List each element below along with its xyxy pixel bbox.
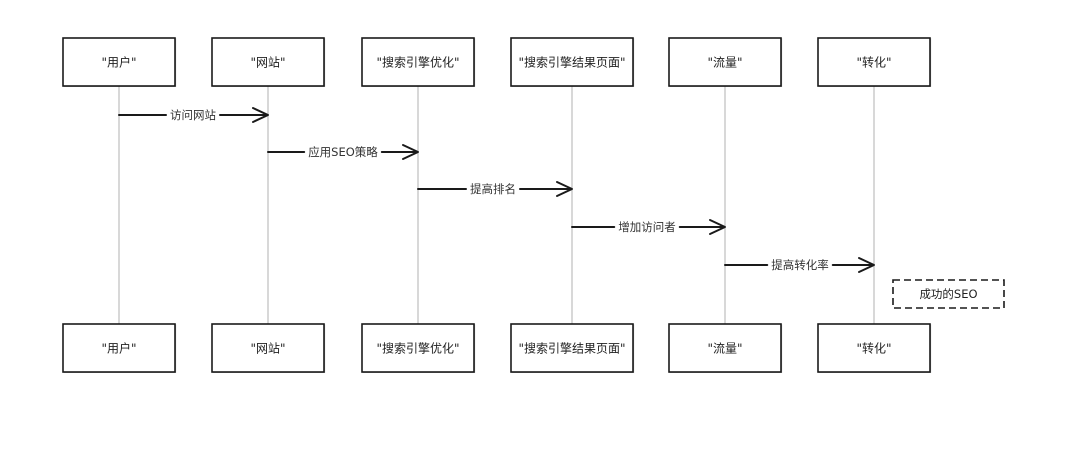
message-4: 增加访问者 bbox=[571, 219, 726, 235]
participant-website-top: "网站" bbox=[211, 37, 326, 87]
participant-label: "转化" bbox=[856, 341, 891, 356]
note-box bbox=[892, 279, 1005, 309]
message-label: 提高转化率 bbox=[771, 258, 829, 272]
participant-label: "搜索引擎优化" bbox=[376, 55, 459, 70]
participants-top: "用户" "网站" "搜索引擎优化" "搜索引擎结果页面" "流量" "转化" bbox=[62, 37, 932, 87]
participant-label: "搜索引擎结果页面" bbox=[518, 341, 625, 356]
participant-label: "用户" bbox=[101, 341, 136, 356]
participant-conversion-top: "转化" bbox=[817, 37, 932, 87]
arrowhead-icon bbox=[402, 144, 419, 160]
participant-conversion-bottom: "转化" bbox=[817, 323, 932, 373]
participant-box bbox=[211, 323, 325, 373]
participants-bottom: "用户" "网站" "搜索引擎优化" "搜索引擎结果页面" "流量" "转化" bbox=[62, 323, 932, 373]
participant-label: "流量" bbox=[707, 342, 742, 356]
arrowhead-icon bbox=[858, 257, 875, 273]
participant-user-top: "用户" bbox=[62, 37, 177, 87]
message-label: 访问网站 bbox=[170, 108, 216, 122]
participant-traffic-top: "流量" bbox=[668, 37, 783, 87]
message-label: 应用SEO策略 bbox=[308, 145, 378, 159]
participant-box bbox=[668, 37, 782, 87]
participant-traffic-bottom: "流量" bbox=[668, 323, 783, 373]
participant-user-bottom: "用户" bbox=[62, 323, 177, 373]
participant-website-bottom: "网站" bbox=[211, 323, 326, 373]
message-3: 提高排名 bbox=[417, 181, 573, 197]
participant-seo-top: "搜索引擎优化" bbox=[361, 37, 476, 87]
participant-label: "流量" bbox=[707, 56, 742, 70]
participant-seo-bottom: "搜索引擎优化" bbox=[361, 323, 476, 373]
arrowhead-icon bbox=[709, 219, 726, 235]
message-5: 提高转化率 bbox=[724, 257, 875, 273]
participant-box bbox=[510, 323, 634, 373]
note-label: 成功的SEO bbox=[919, 287, 977, 301]
participant-box bbox=[361, 37, 475, 87]
message-label: 增加访问者 bbox=[618, 220, 676, 234]
participant-box bbox=[510, 37, 634, 87]
participant-box bbox=[668, 323, 782, 373]
participant-box bbox=[211, 37, 325, 87]
participant-label: "网站" bbox=[250, 56, 285, 70]
participant-box bbox=[817, 323, 931, 373]
message-2: 应用SEO策略 bbox=[267, 144, 419, 160]
participant-label: "搜索引擎优化" bbox=[376, 341, 459, 356]
participant-label: "网站" bbox=[250, 342, 285, 356]
participant-box bbox=[62, 37, 176, 87]
message-1: 访问网站 bbox=[118, 107, 269, 123]
participant-box bbox=[817, 37, 931, 87]
arrowhead-icon bbox=[556, 181, 573, 197]
participant-label: "搜索引擎结果页面" bbox=[518, 55, 625, 70]
arrowhead-icon bbox=[252, 107, 269, 123]
participant-serp-bottom: "搜索引擎结果页面" bbox=[510, 323, 635, 373]
participant-box bbox=[361, 323, 475, 373]
participant-label: "用户" bbox=[101, 55, 136, 70]
message-label: 提高排名 bbox=[470, 182, 516, 196]
participant-box bbox=[62, 323, 176, 373]
note: 成功的SEO bbox=[892, 279, 1005, 309]
participant-serp-top: "搜索引擎结果页面" bbox=[510, 37, 635, 87]
lifelines bbox=[118, 86, 875, 324]
participant-label: "转化" bbox=[856, 55, 891, 70]
